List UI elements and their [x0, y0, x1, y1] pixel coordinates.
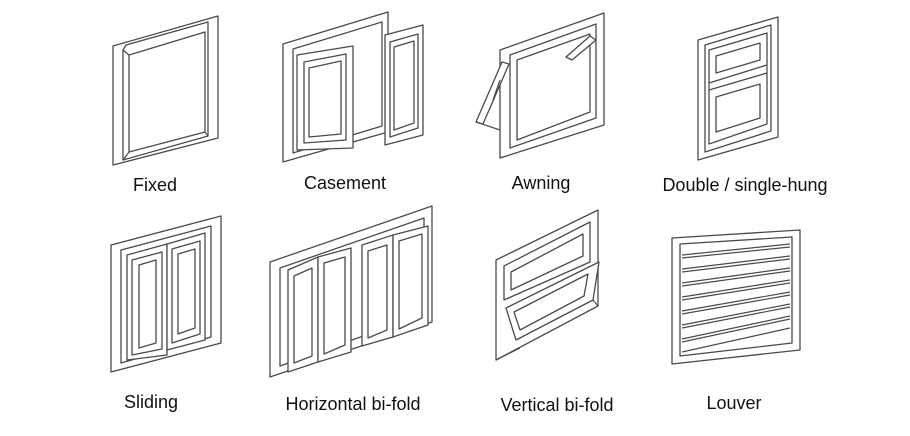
label-vertical-bifold: Vertical bi-fold: [500, 395, 614, 415]
label-horizontal-bifold: Horizontal bi-fold: [285, 394, 421, 414]
louver-window-icon: [671, 229, 801, 365]
vertical-bifold-window-icon: [495, 209, 600, 361]
fixed-window-icon: [112, 15, 219, 166]
label-louver: Louver: [706, 393, 762, 413]
awning-window-icon: [475, 12, 605, 159]
label-awning: Awning: [511, 173, 571, 193]
horizontal-bifold-window-icon: [269, 205, 433, 378]
label-sliding: Sliding: [123, 392, 179, 412]
casement-window-icon: [282, 11, 424, 163]
label-double-single-hung: Double / single-hung: [662, 175, 828, 195]
double-hung-window-icon: [697, 16, 779, 161]
label-fixed: Fixed: [132, 175, 178, 195]
label-casement: Casement: [303, 173, 387, 193]
sliding-window-icon: [110, 215, 222, 373]
